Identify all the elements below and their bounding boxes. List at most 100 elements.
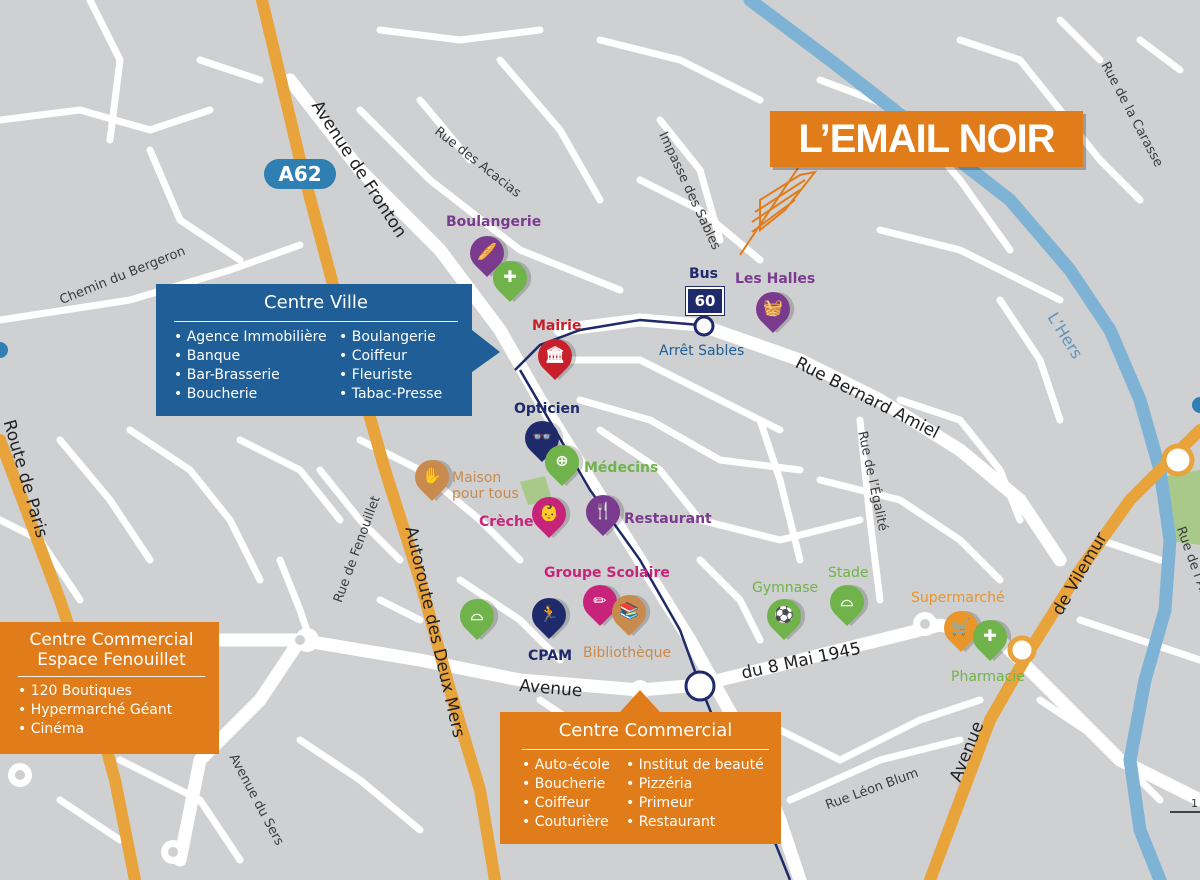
bus-stop-avenue[interactable] bbox=[684, 670, 716, 702]
panel-item: Primeur bbox=[626, 794, 764, 813]
site-leader-line bbox=[739, 167, 799, 256]
poi-supermarche[interactable]: 🛒 bbox=[936, 603, 986, 659]
panel-espace-fenouillet: Centre Commercial Espace Fenouillet 120 … bbox=[0, 622, 219, 754]
panel-subtitle: Espace Fenouillet bbox=[37, 650, 186, 670]
panel-item: Agence Immobilière bbox=[174, 328, 339, 347]
panel-list-left: Auto-école Boucherie Coiffeur Couturière bbox=[522, 756, 626, 832]
poi-label-opticien: Opticien bbox=[514, 401, 580, 417]
poi-label-gymnase: Gymnase bbox=[752, 580, 819, 596]
poi-label-boulangerie: Boulangerie bbox=[446, 214, 542, 230]
bus-stop-label: Arrêt Sables bbox=[659, 343, 745, 359]
panel-item: Auto-école bbox=[522, 756, 626, 775]
panel-divider bbox=[174, 321, 458, 322]
pencil-icon: ✏ bbox=[593, 591, 607, 610]
poi-pharmacie[interactable]: ✚ bbox=[965, 612, 1015, 668]
stadium-icon: ⌓ bbox=[470, 605, 484, 624]
bus-line-number: 60 bbox=[686, 287, 724, 315]
bread-icon: 🥖 bbox=[477, 242, 497, 261]
panel-list-right: Boulangerie Coiffeur Fleuriste Tabac-Pre… bbox=[339, 328, 443, 404]
bus-label: Bus bbox=[689, 266, 718, 282]
panel-item: Pizzéria bbox=[626, 775, 764, 794]
cutlery-icon: 🍴 bbox=[593, 501, 613, 520]
edge-marker bbox=[0, 342, 8, 358]
property-title: L’EMAIL NOIR bbox=[770, 111, 1083, 167]
poi-creche[interactable]: 👶 bbox=[524, 489, 574, 545]
poi-label-les-halles: Les Halles bbox=[735, 271, 816, 287]
panel-item: Coiffeur bbox=[339, 347, 442, 366]
books-icon: 📚 bbox=[619, 601, 639, 620]
poi-label-bibliotheque: Bibliothèque bbox=[583, 645, 672, 661]
panel-item: Restaurant bbox=[626, 813, 764, 832]
poi-label-cpam: CPAM bbox=[528, 648, 573, 664]
panel-item: Couturière bbox=[522, 813, 626, 832]
poi-label-stade: Stade bbox=[828, 565, 869, 581]
ball-icon: ⚽ bbox=[774, 605, 794, 624]
medical-bag-icon: ⊕ bbox=[555, 451, 569, 470]
town-hall-icon: 🏛 bbox=[544, 345, 566, 364]
panel-item: Boucherie bbox=[522, 775, 626, 794]
basket-icon: 🧺 bbox=[763, 298, 783, 317]
cart-icon: 🛒 bbox=[951, 617, 971, 636]
poi-label-supermarche: Supermarché bbox=[911, 590, 1005, 606]
callout-arrow-centre-commercial bbox=[620, 690, 660, 712]
roundabout-east bbox=[1161, 443, 1195, 477]
poi-pharmacie-nord[interactable]: ✚ bbox=[485, 253, 535, 309]
poi-mairie[interactable]: 🏛 bbox=[530, 331, 580, 387]
panel-item: Cinéma bbox=[18, 720, 205, 739]
panel-item: Hypermarché Géant bbox=[18, 701, 205, 720]
scale-label: 1 bbox=[1191, 797, 1198, 810]
panel-centre-commercial: Centre Commercial Auto-école Boucherie C… bbox=[500, 712, 781, 844]
poi-label-medecins: Médecins bbox=[584, 460, 659, 476]
panel-item: Coiffeur bbox=[522, 794, 626, 813]
poi-label-maison-b: pour tous bbox=[452, 486, 519, 502]
poi-groupe-scolaire[interactable]: ✏ bbox=[575, 577, 625, 633]
bus-stop-sables[interactable] bbox=[693, 315, 715, 337]
panel-item: Banque bbox=[174, 347, 339, 366]
panel-list: 120 Boutiques Hypermarché Géant Cinéma bbox=[18, 682, 205, 739]
site-parcel bbox=[759, 170, 818, 233]
poi-opticien[interactable]: 👓 bbox=[517, 413, 567, 469]
panel-item: Tabac-Presse bbox=[339, 385, 443, 404]
poi-stade[interactable]: ⌓ bbox=[822, 577, 872, 633]
poi-medecins[interactable]: ⊕ bbox=[537, 437, 587, 493]
panel-list-right: Institut de beauté Pizzéria Primeur Rest… bbox=[626, 756, 764, 832]
poi-label-mairie: Mairie bbox=[532, 318, 582, 334]
panel-item: Boucherie bbox=[174, 385, 339, 404]
roundabout-vilemur bbox=[1007, 635, 1037, 665]
panel-item: Bar-Brasserie bbox=[174, 366, 339, 385]
poi-maison-pour-tous[interactable]: ✋ bbox=[407, 452, 457, 508]
panel-item: 120 Boutiques bbox=[18, 682, 205, 701]
hand-icon: ✋ bbox=[422, 466, 442, 485]
poi-label-restaurant: Restaurant bbox=[624, 511, 712, 527]
poi-label-maison-a: Maison bbox=[452, 470, 502, 486]
panel-title: Centre Commercial bbox=[29, 630, 194, 650]
person-icon: 🏃 bbox=[539, 604, 559, 623]
glasses-icon: 👓 bbox=[532, 427, 552, 446]
stadium-icon: ⌓ bbox=[840, 591, 854, 610]
poi-label-creche: Crèche bbox=[479, 514, 534, 530]
cross-icon: ✚ bbox=[503, 267, 517, 286]
panel-divider bbox=[522, 749, 769, 750]
poi-cpam[interactable]: 🏃 bbox=[524, 590, 574, 646]
poi-sport[interactable]: ⌓ bbox=[452, 591, 502, 647]
poi-boulangerie[interactable]: 🥖 bbox=[462, 228, 512, 284]
poi-label-groupe-scolaire: Groupe Scolaire bbox=[544, 565, 670, 581]
panel-item: Institut de beauté bbox=[626, 756, 764, 775]
poi-label-pharmacie: Pharmacie bbox=[951, 669, 1025, 685]
edge-marker bbox=[1192, 397, 1200, 413]
panel-title: Centre Commercial bbox=[558, 720, 733, 741]
panel-item: Fleuriste bbox=[339, 366, 442, 385]
poi-gymnase[interactable]: ⚽ bbox=[759, 591, 809, 647]
panel-list-left: Agence Immobilière Banque Bar-Brasserie … bbox=[174, 328, 339, 404]
highway-shield-a62: A62 bbox=[264, 159, 336, 189]
poi-bibliotheque[interactable]: 📚 bbox=[604, 587, 654, 643]
cross-icon: ✚ bbox=[983, 626, 997, 645]
stroller-icon: 👶 bbox=[539, 503, 559, 522]
panel-title: Centre Ville bbox=[264, 292, 368, 313]
poi-les-halles[interactable]: 🧺 bbox=[748, 284, 798, 340]
poi-restaurant[interactable]: 🍴 bbox=[578, 487, 628, 543]
callout-arrow-centre-ville bbox=[472, 330, 500, 372]
